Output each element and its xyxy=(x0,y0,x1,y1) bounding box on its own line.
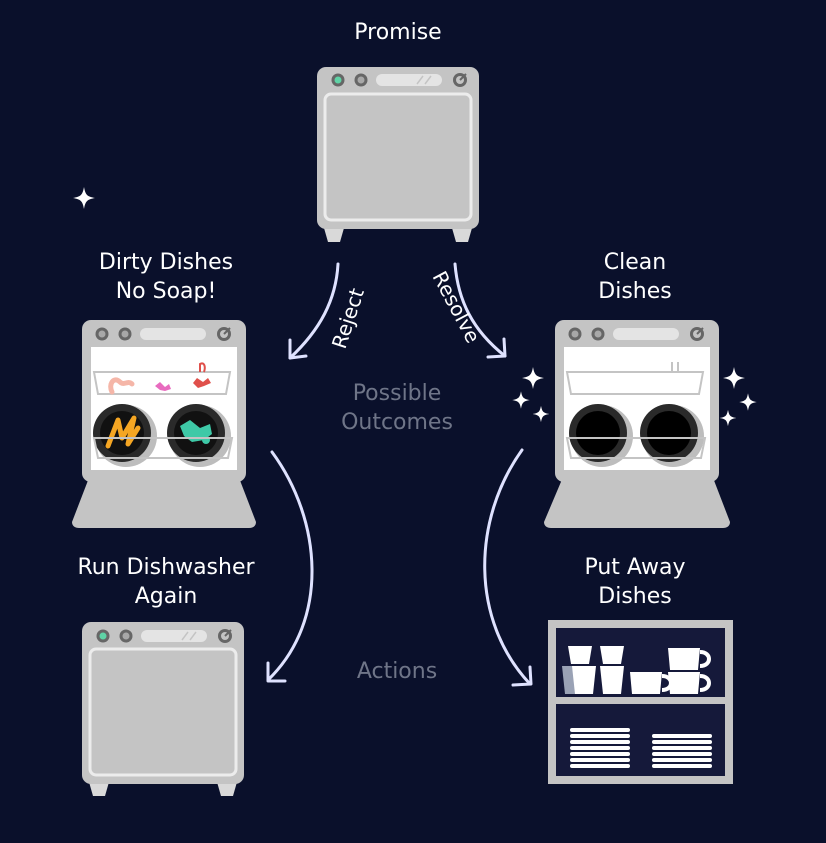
actions-label: Actions xyxy=(356,659,438,684)
resolve-arrow xyxy=(453,262,507,359)
dishwasher-closed-icon xyxy=(317,67,479,242)
possible-outcomes-label: Possible Outcomes xyxy=(341,381,453,435)
put-away-dishes-label: Put Away Dishes xyxy=(584,555,686,609)
dishwasher-closed-icon xyxy=(82,622,244,796)
dish-shelf-icon xyxy=(548,620,733,784)
reject-arrow xyxy=(288,262,340,360)
run-dishwasher-again-label: Run Dishwasher Again xyxy=(77,555,255,609)
dirty-dishes-label: Dirty Dishes No Soap! xyxy=(98,250,234,304)
promise-title: Promise xyxy=(354,20,442,45)
resolve-arrow-label: Resolve xyxy=(428,267,486,347)
reject-arrow-label: Reject xyxy=(327,285,369,352)
clean-dishes-label: Clean Dishes xyxy=(598,250,672,304)
resolve-action-arrow xyxy=(483,448,533,687)
dishwasher-open-dirty-icon xyxy=(72,320,256,528)
dishwasher-open-clean-icon xyxy=(544,320,730,528)
